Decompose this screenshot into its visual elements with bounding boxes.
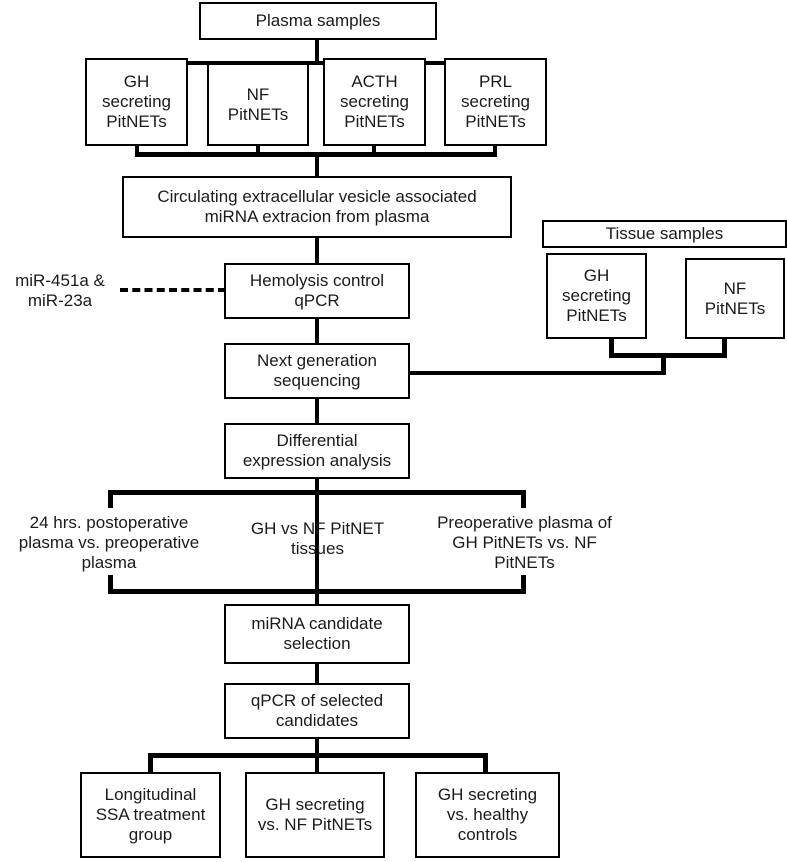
- connector-tissue-nf-down: [722, 338, 727, 357]
- node-longitudinal-ssa-group[interactable]: Longitudinal SSA treatment group: [80, 772, 221, 858]
- connector-bottom-left-leg: [148, 753, 153, 773]
- connector-markers-dashed: [120, 288, 226, 292]
- connector-qpcr-down: [315, 738, 319, 758]
- node-plasma-samples[interactable]: Plasma samples: [199, 2, 437, 40]
- node-tissue-nf-pitnets[interactable]: NF PitNETs: [685, 258, 785, 339]
- connector-bracket-to-candidate: [315, 589, 319, 605]
- node-ev-mirna-extraction[interactable]: Circulating extracellular vesicle associ…: [122, 176, 512, 238]
- connector-bottom-center-leg: [315, 753, 319, 773]
- node-gh-secreting-pitnets[interactable]: GH secreting PitNETs: [85, 58, 188, 146]
- node-differential-expression[interactable]: Differential expression analysis: [224, 423, 410, 479]
- node-tissue-gh-secreting[interactable]: GH secreting PitNETs: [546, 253, 647, 339]
- node-qpcr-selected-candidates[interactable]: qPCR of selected candidates: [224, 683, 410, 739]
- connector-comparisons-center-line: [315, 490, 319, 604]
- connector-nf-down: [256, 145, 260, 155]
- connector-tissue-gh-down: [609, 338, 614, 357]
- connector-prl-down: [493, 145, 497, 155]
- connector-acth-down: [372, 145, 376, 155]
- connector-comparisons-bottom-left-leg: [108, 575, 113, 593]
- node-nf-pitnets[interactable]: NF PitNETs: [207, 63, 309, 146]
- node-gh-vs-healthy-controls[interactable]: GH secreting vs. healthy controls: [415, 772, 560, 858]
- connector-comparisons-top-left-leg: [108, 490, 113, 508]
- node-prl-secreting-pitnets[interactable]: PRL secreting PitNETs: [444, 58, 547, 146]
- connector-tissue-merge-down: [661, 353, 666, 375]
- label-comparison-right: Preoperative plasma of GH PitNETs vs. NF…: [437, 513, 612, 572]
- connector-ngs-to-differential: [315, 398, 319, 424]
- node-hemolysis-control[interactable]: Hemolysis control qPCR: [224, 263, 410, 319]
- connector-tissue-to-ngs: [410, 371, 665, 375]
- node-mirna-candidate-selection[interactable]: miRNA candidate selection: [224, 604, 410, 664]
- connector-bottom-right-leg: [483, 753, 488, 773]
- connector-tissue-merge-bar: [609, 353, 727, 358]
- connector-hemolysis-to-ngs: [315, 318, 319, 344]
- node-gh-vs-nf-pitnets[interactable]: GH secreting vs. NF PitNETs: [245, 772, 385, 858]
- connector-comparisons-bottom-right-leg: [521, 575, 526, 593]
- connector-subtype-distribution-bar: [137, 61, 497, 65]
- label-comparison-center: GH vs NF PitNET tissues: [250, 519, 385, 558]
- connector-plasma-down: [315, 38, 319, 65]
- node-acth-secreting-pitnets[interactable]: ACTH secreting PitNETs: [323, 58, 426, 146]
- node-next-generation-sequencing[interactable]: Next generation sequencing: [224, 343, 410, 399]
- connector-merge-to-extraction: [315, 152, 319, 177]
- connector-extraction-to-hemolysis: [315, 238, 319, 264]
- connector-candidate-to-qpcr: [315, 664, 319, 684]
- label-hemolysis-markers: miR-451a & miR-23a: [15, 271, 105, 310]
- connector-gh-down: [135, 145, 139, 155]
- connector-comparisons-top-right-leg: [521, 490, 526, 508]
- label-comparison-left: 24 hrs. postoperative plasma vs. preoper…: [18, 513, 200, 572]
- node-tissue-samples[interactable]: Tissue samples: [542, 220, 787, 248]
